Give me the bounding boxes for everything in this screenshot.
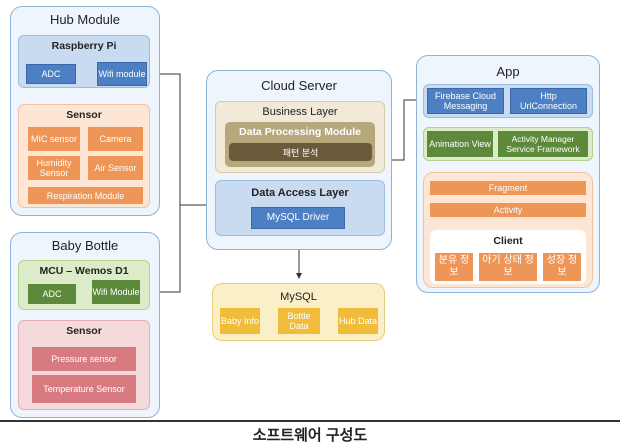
camera-block: Camera	[88, 127, 143, 151]
pressure-sensor-block: Pressure sensor	[32, 347, 136, 371]
client-formula-info-block: 분유 정보	[435, 253, 473, 281]
bottle-sensor-title: Sensor	[66, 325, 102, 337]
raspberry-pi-title: Raspberry Pi	[51, 40, 117, 52]
mysql-driver-block: MySQL Driver	[251, 207, 345, 229]
activity-manager-block: Activity Manager Service Framework	[498, 131, 588, 157]
business-layer-title: Business Layer	[262, 106, 338, 118]
pattern-analysis-block: 패턴 분석	[229, 143, 372, 161]
hub-sensor-title: Sensor	[66, 109, 102, 121]
fragment-block: Fragment	[430, 181, 586, 195]
bottle-data-block: Bottle Data	[278, 308, 320, 334]
cloud-server-title: Cloud Server	[261, 78, 337, 93]
bottle-adc-block: ADC	[28, 284, 76, 304]
baby-info-block: Baby Info	[220, 308, 260, 334]
caption-underline	[0, 420, 620, 422]
hub-adc-block: ADC	[26, 64, 76, 84]
activity-block: Activity	[430, 203, 586, 217]
data-processing-module-title: Data Processing Module	[239, 126, 361, 138]
hub-module-title: Hub Module	[49, 12, 121, 27]
mysql-title: MySQL	[280, 291, 317, 303]
air-sensor-block: Air Sensor	[88, 156, 143, 180]
respiration-module-block: Respiration Module	[28, 187, 143, 204]
humidity-sensor-block: Humidity Sensor	[28, 156, 80, 180]
client-title: Client	[493, 235, 523, 247]
figure-caption: 소프트웨어 구성도	[252, 426, 368, 444]
mic-sensor-block: MIC sensor	[28, 127, 80, 151]
client-baby-status-block: 아기 상태 정보	[479, 253, 537, 281]
app-title: App	[496, 64, 520, 79]
firebase-cloud-messaging-block: Firebase Cloud Messaging	[427, 88, 504, 114]
client-growth-info-block: 성장 정보	[543, 253, 581, 281]
animation-view-block: Animation View	[427, 131, 493, 157]
hub-data-block: Hub Data	[338, 308, 378, 334]
http-urlconnection-block: Http UrlConnection	[510, 88, 587, 114]
bottle-wifi-module-block: Wifi Module	[92, 280, 140, 304]
temperature-sensor-block: Temperature Sensor	[32, 375, 136, 403]
mcu-title: MCU – Wemos D1	[39, 265, 129, 277]
baby-bottle-title: Baby Bottle	[51, 238, 119, 253]
data-access-layer-title: Data Access Layer	[251, 187, 349, 199]
hub-wifi-module-block: Wifi module	[97, 62, 147, 86]
